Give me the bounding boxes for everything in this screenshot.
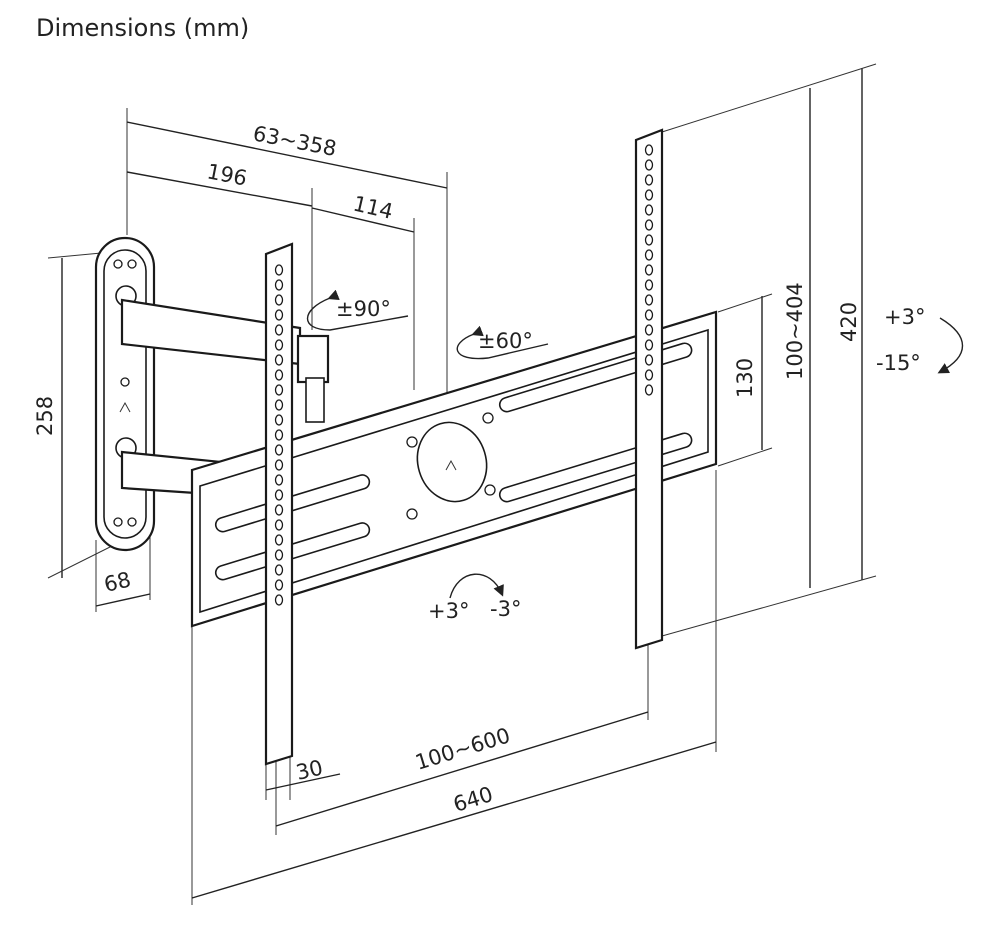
rail-hole xyxy=(274,339,284,351)
plate-screw xyxy=(484,484,496,496)
curved-arrow-icon xyxy=(456,325,549,360)
dim-line-arm-segment xyxy=(311,207,415,233)
rail-hole xyxy=(644,354,654,366)
rail-hole xyxy=(644,309,654,321)
label-arm-offset: 196 xyxy=(205,159,249,190)
label-wall-width: 68 xyxy=(102,567,133,596)
arm-joint xyxy=(296,334,330,384)
rail-hole xyxy=(274,489,284,501)
label-vesa-horizontal: 100~600 xyxy=(412,723,513,775)
arm-joint-stem xyxy=(305,377,325,423)
label-tilt-down: -15° xyxy=(876,351,921,375)
rail-hole xyxy=(274,414,284,426)
dim-line-vesa-horizontal xyxy=(275,711,649,827)
rail-hole xyxy=(274,519,284,531)
rail-hole xyxy=(644,384,654,396)
plate-screw xyxy=(406,436,418,448)
rail-hole xyxy=(644,249,654,261)
rail-hole xyxy=(274,549,284,561)
rail-hole xyxy=(274,444,284,456)
rail-hole xyxy=(274,324,284,336)
rail-hole xyxy=(274,459,284,471)
rail-hole xyxy=(644,204,654,216)
rail-hole xyxy=(274,279,284,291)
rail-hole xyxy=(274,429,284,441)
dim-line-plate-width xyxy=(191,741,717,899)
curved-arrow-icon xyxy=(306,289,409,331)
chevron-up-icon xyxy=(445,459,457,471)
rail-hole xyxy=(274,534,284,546)
label-plate-width: 640 xyxy=(450,782,495,817)
rail-hole xyxy=(644,324,654,336)
page-title: Dimensions (mm) xyxy=(36,14,250,42)
rail-hole xyxy=(644,339,654,351)
label-swivel-arm: ±90° xyxy=(336,297,391,321)
rail-hole xyxy=(274,564,284,576)
wall-hole xyxy=(127,259,137,269)
label-bracket-inner: 130 xyxy=(733,358,757,398)
ext-line-wall-bottom xyxy=(47,545,113,579)
ext-line-130-bottom xyxy=(717,447,773,467)
plate-screw xyxy=(406,508,418,520)
rail-hole xyxy=(644,219,654,231)
rail-hole xyxy=(274,294,284,306)
rail-hole xyxy=(644,189,654,201)
rail-hole xyxy=(644,279,654,291)
ext-line-rail-bottom xyxy=(661,575,877,637)
rail-hole xyxy=(644,294,654,306)
rail-left xyxy=(264,242,294,766)
wall-plate xyxy=(94,236,156,552)
dim-line-arm-offset xyxy=(126,171,313,207)
wall-hole xyxy=(113,259,123,269)
rail-hole xyxy=(274,309,284,321)
wall-hole xyxy=(127,517,137,527)
label-arm-extension: 63~358 xyxy=(251,121,338,161)
ext-line-130-top xyxy=(717,293,773,313)
label-vesa-vertical: 100~404 xyxy=(783,282,807,380)
wall-hole xyxy=(113,517,123,527)
wall-center-hole xyxy=(120,377,130,387)
label-wall-height: 258 xyxy=(33,396,57,436)
vertical-rails xyxy=(264,128,664,766)
dim-line-arm-extension xyxy=(126,121,448,189)
rail-hole xyxy=(644,174,654,186)
label-rail-depth: 30 xyxy=(294,755,325,784)
chevron-up-icon xyxy=(119,401,131,413)
dimension-lines xyxy=(47,63,877,905)
rail-hole xyxy=(274,384,284,396)
rail-hole xyxy=(644,159,654,171)
rail-hole xyxy=(274,474,284,486)
dim-line-rail-depth xyxy=(265,773,341,791)
plate-screw xyxy=(482,412,494,424)
rail-hole xyxy=(274,264,284,276)
rail-hole xyxy=(274,504,284,516)
label-level-minus: -3° xyxy=(490,597,521,621)
rail-hole xyxy=(274,579,284,591)
rail-hole xyxy=(274,369,284,381)
curved-arrow-icon xyxy=(449,573,504,599)
label-level-plus: +3° xyxy=(428,599,469,623)
rail-hole xyxy=(644,144,654,156)
label-tilt-up: +3° xyxy=(884,305,925,329)
curved-arrow-icon xyxy=(937,317,964,374)
rail-hole xyxy=(274,399,284,411)
dim-line-wall-width xyxy=(95,593,151,607)
rail-hole xyxy=(274,354,284,366)
rail-hole xyxy=(644,369,654,381)
label-rail-height: 420 xyxy=(837,302,861,342)
rail-hole xyxy=(274,594,284,606)
rail-hole xyxy=(644,234,654,246)
ext-line-rail-top xyxy=(661,63,877,133)
rail-hole xyxy=(644,264,654,276)
rotation-indicators xyxy=(306,289,964,599)
label-swivel-plate: ±60° xyxy=(478,329,533,353)
